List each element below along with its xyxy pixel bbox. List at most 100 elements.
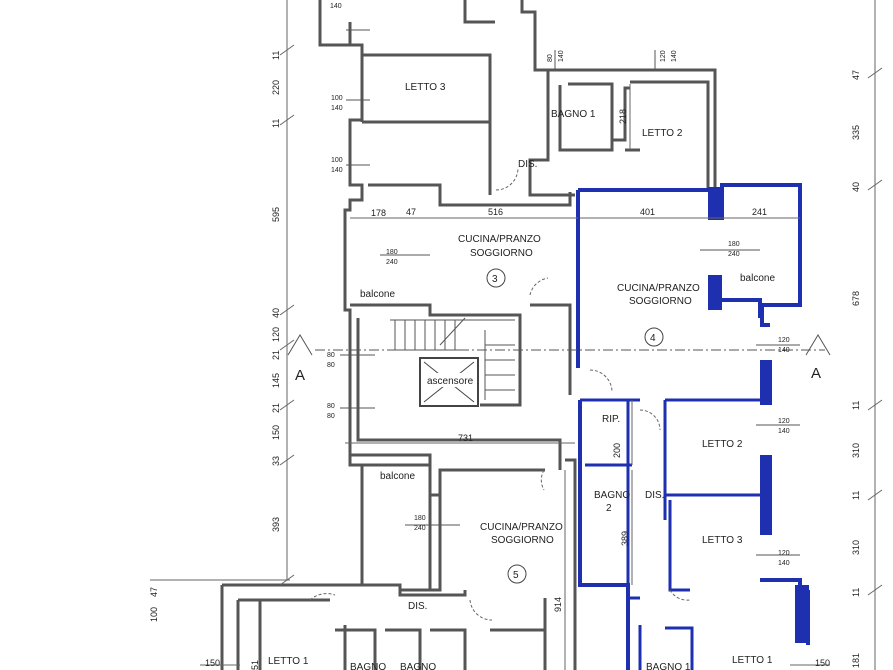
unit-4-outline [576,183,810,670]
building-walls [220,0,717,670]
room-label-letto2-mid: LETTO 2 [702,439,743,450]
win-w9-bot: 80 [327,413,335,420]
dim-right-678: 678 [851,291,861,306]
dim-left-393: 393 [271,517,281,532]
win-w12-top: 120 [778,550,790,557]
win-w3-top: 120 [660,50,667,62]
section-mark-right: A [811,365,821,382]
win-w6-bot: 240 [386,259,398,266]
dimension-lines [150,0,883,670]
win-w4-bot: 140 [331,105,343,112]
room-label-bagno1-bottom: BAGNO 1 [646,662,691,670]
room-label-dis-top: DIS. [518,159,537,170]
win-w11-top: 120 [778,418,790,425]
win-w7-bot: 240 [728,251,740,258]
room-label-letto3-top: LETTO 3 [405,82,446,93]
dim-right-310b: 310 [851,540,861,555]
room-label-bagno-b2: BAGNO [400,662,436,670]
dim-right-181: 181 [851,653,861,668]
room-label-rip: RIP. [602,414,620,425]
dim-right-11c: 11 [851,588,861,597]
win-w13-top: 180 [414,515,426,522]
elevator-label: ascensore [427,376,474,387]
dim-h-150-right: 150 [815,658,830,668]
dim-right-335: 335 [851,125,861,140]
dim-h-516: 516 [488,207,503,217]
win-w5-bot: 140 [331,167,343,174]
door-swings [309,167,691,621]
dim-left-33: 33 [271,456,281,466]
room-label-cucina4-1: CUCINA/PRANZO [617,283,700,294]
dim-left-120: 120 [271,327,281,342]
room-label-letto3-mid: LETTO 3 [702,535,743,546]
win-w4-top: 100 [331,95,343,102]
section-line [287,334,831,356]
dim-left-11a: 11 [271,51,281,60]
win-w1-top: 140 [330,3,342,10]
dim-h-47: 47 [406,207,416,217]
room-label-balcone3: balcone [360,289,395,300]
room-label-cucina5-1: CUCINA/PRANZO [480,522,563,533]
win-w2-bot: 140 [558,50,565,62]
dim-v-51: 51 [250,660,260,670]
win-w5-top: 100 [331,157,343,164]
dim-right-11b: 11 [851,491,861,500]
dim-left-11b: 11 [271,119,281,128]
unit-3-number: 3 [492,274,498,285]
room-label-bagno2-1: BAGNO [594,490,630,501]
win-w3-bot: 140 [671,50,678,62]
dim-h-178: 178 [371,208,386,218]
win-w10-bot: 140 [778,347,790,354]
dim-left-220: 220 [271,80,281,95]
dim-left-47: 47 [149,587,159,597]
win-w2-top: 80 [547,54,554,62]
window-marks [340,29,800,556]
unit-4-circle [644,327,664,347]
dim-v-200: 200 [612,443,622,458]
dim-h-401: 401 [640,207,655,217]
room-label-letto1-right: LETTO 1 [732,655,773,666]
unit-3-circle [486,268,506,288]
unit-4-number: 4 [650,333,656,344]
room-label-bagno2-2: 2 [606,503,612,514]
dim-right-310a: 310 [851,443,861,458]
dim-left-100: 100 [149,607,159,622]
win-w9-top: 80 [327,403,335,410]
room-label-bagno-b1: BAGNO [350,662,386,670]
dim-left-145: 145 [271,373,281,388]
win-w13-bot: 240 [414,525,426,532]
dim-right-40: 40 [851,182,861,192]
room-label-dis-bottom: DIS. [408,601,427,612]
dim-left-595: 595 [271,207,281,222]
dim-left-21b: 21 [271,403,281,413]
dim-right-11a: 11 [851,401,861,410]
room-label-balcone4: balcone [740,273,775,284]
dim-v-389: 389 [620,531,630,546]
dim-right-47: 47 [851,70,861,80]
win-w7-top: 180 [728,241,740,248]
room-label-cucina3-2: SOGGIORNO [470,248,533,259]
win-w6-top: 180 [386,249,398,256]
room-label-cucina4-2: SOGGIORNO [629,296,692,307]
elevator-label-bg [426,373,472,387]
room-label-balcone5: balcone [380,471,415,482]
win-w11-bot: 140 [778,428,790,435]
room-label-letto2-top: LETTO 2 [642,128,683,139]
room-label-cucina5-2: SOGGIORNO [491,535,554,546]
room-label-bagno1-top: BAGNO 1 [551,109,596,120]
win-w8-bot: 80 [327,362,335,369]
win-w12-bot: 140 [778,560,790,567]
dim-left-150: 150 [271,425,281,440]
dim-h-731: 731 [458,433,473,443]
dim-v-218: 218 [618,109,628,124]
dim-v-914: 914 [553,597,563,612]
dim-left-21a: 21 [271,350,281,360]
dim-h-241: 241 [752,207,767,217]
room-label-dis-mid: DIS. [645,490,664,501]
unit-5-circle [507,564,527,584]
room-label-letto1-left: LETTO 1 [268,656,309,667]
dim-h-150-left: 150 [205,658,220,668]
section-mark-left: A [295,367,305,384]
dim-left-40: 40 [271,308,281,318]
